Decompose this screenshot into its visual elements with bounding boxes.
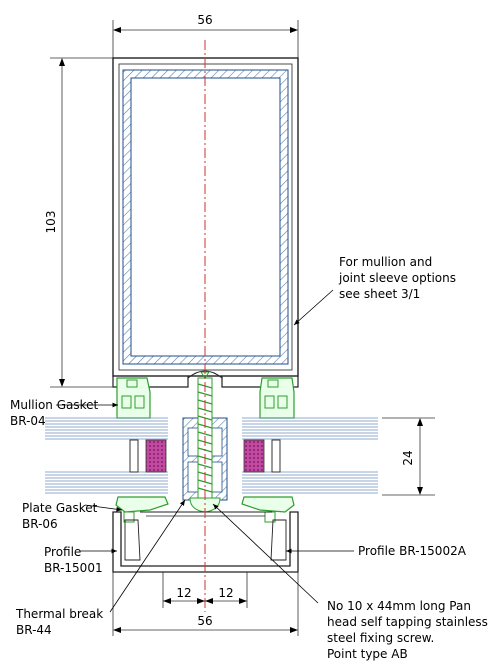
left-offset-value: 12	[176, 586, 191, 600]
glass-depth-dimension: 24	[382, 417, 435, 496]
top-width-value: 56	[197, 13, 212, 27]
svg-text:For mullion and: For mullion and	[339, 255, 432, 269]
right-offset-value: 12	[218, 586, 233, 600]
bottom-width-dimension: 56	[112, 572, 299, 636]
svg-text:Thermal break: Thermal break	[15, 607, 103, 621]
bottom-width-value: 56	[197, 614, 212, 628]
top-width-dimension: 56	[112, 13, 299, 58]
label-profile-left: Profile BR-15001	[44, 545, 103, 575]
mullion-gasket-right	[259, 377, 295, 419]
svg-text:Mullion Gasket: Mullion Gasket	[10, 398, 99, 412]
svg-text:BR-15001: BR-15001	[44, 561, 103, 575]
mullion-gasket-left	[116, 377, 151, 419]
svg-text:Plate Gasket: Plate Gasket	[22, 501, 98, 515]
glass-left	[45, 417, 168, 494]
svg-text:No 10 x 44mm long Pan: No 10 x 44mm long Pan	[327, 599, 471, 613]
label-plate-gasket: Plate Gasket BR-06	[22, 501, 98, 531]
svg-text:BR-44: BR-44	[16, 623, 52, 637]
label-profile-right: Profile BR-15002A	[358, 544, 467, 558]
glass-depth-value: 24	[401, 450, 415, 465]
note-mullion-options: For mullion and joint sleeve options see…	[338, 255, 456, 301]
svg-text:Profile: Profile	[44, 545, 81, 559]
height-value: 103	[44, 211, 58, 234]
offset-dimensions: 12 12	[162, 572, 248, 608]
leader-lines	[56, 289, 354, 613]
svg-text:BR-06: BR-06	[22, 517, 58, 531]
svg-text:joint sleeve options: joint sleeve options	[338, 271, 456, 285]
svg-text:steel fixing screw.: steel fixing screw.	[327, 631, 434, 645]
plate-gasket-right	[241, 496, 295, 523]
svg-text:head self tapping stainless: head self tapping stainless	[327, 615, 488, 629]
label-mullion-gasket: Mullion Gasket BR-04	[10, 398, 99, 428]
svg-text:Point type AB: Point type AB	[327, 647, 408, 661]
label-thermal-break: Thermal break BR-44	[15, 607, 103, 637]
glass-right	[242, 417, 378, 494]
svg-text:see sheet 3/1: see sheet 3/1	[339, 287, 420, 301]
svg-text:BR-04: BR-04	[10, 414, 46, 428]
height-dimension: 103	[44, 57, 113, 388]
label-fixing-screw: No 10 x 44mm long Pan head self tapping …	[327, 599, 488, 661]
plate-gasket-left	[115, 496, 169, 523]
svg-text:Profile BR-15002A: Profile BR-15002A	[358, 544, 467, 558]
